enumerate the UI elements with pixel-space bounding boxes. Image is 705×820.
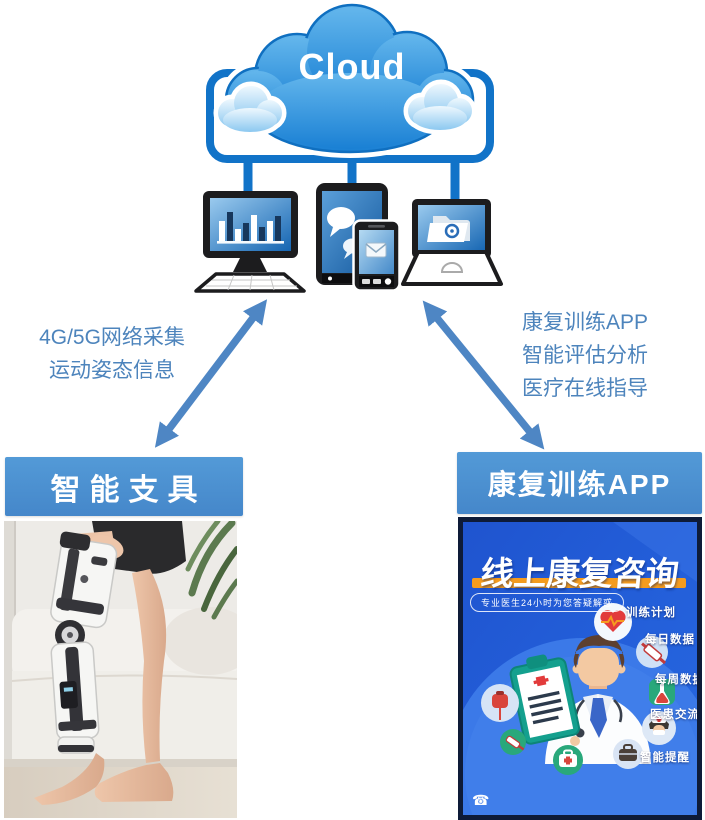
caption-line: 医疗在线指导: [522, 377, 648, 400]
poster-title: 线上康复咨询: [479, 555, 681, 592]
poster-subtitle-badge: 专业医生24小时为您答疑解惑: [470, 593, 625, 612]
rehab-app-screenshot: 线上康复咨询 专业医生24小时为您答疑解惑 训练计划 每日数据 每周数据 医患交…: [458, 517, 702, 820]
first-aid-kit-icon: [553, 745, 583, 775]
caption-line: 智能评估分析: [522, 344, 648, 367]
brace-photo-illustration: [4, 521, 237, 818]
smart-brace-panel-title: 智能支具: [5, 457, 243, 516]
smart-brace-photo: [4, 521, 237, 818]
doctor-illustration: [532, 635, 651, 764]
small-cloud-right-icon: [403, 79, 477, 135]
smart-brace: [50, 531, 118, 754]
syringe-icon: [636, 636, 668, 668]
cloud-devices-diagram: [154, 3, 545, 450]
cloud-label: Cloud: [298, 46, 406, 87]
rehab-app-panel-title: 康复训练APP: [457, 452, 702, 514]
poster-illustration: [463, 522, 697, 815]
green-syringe-icon: [500, 729, 526, 755]
laptop-icon: [401, 199, 503, 286]
right-arrow-caption: 康复训练APP 智能评估分析 医疗在线指导: [495, 306, 675, 405]
feature-label-doctor-chat: 医患交流: [650, 709, 700, 721]
left-double-arrow-icon: [154, 299, 268, 448]
phone-icon: ☎: [472, 792, 490, 808]
caption-line: 康复训练APP: [521, 311, 649, 334]
bare-leg: [132, 569, 167, 763]
tie: [590, 698, 607, 738]
blood-bag-icon: [481, 684, 519, 722]
smartphone-icon: [352, 219, 401, 292]
folder-icon: [427, 216, 470, 242]
heart-icon: [594, 603, 632, 641]
clipboard-icon: [509, 654, 580, 745]
feature-label-weekly-data: 每周数据: [655, 674, 702, 686]
feature-label-smart-reminder: 智能提醒: [640, 752, 690, 764]
caption-line: 4G/5G网络采集: [39, 326, 185, 349]
bar-chart-icon: [217, 212, 284, 244]
title-underline-bar: [472, 578, 686, 588]
flask-icon: [649, 679, 675, 705]
nurse-icon: [642, 711, 676, 745]
medkit-icon: [613, 739, 643, 769]
caption-line: 运动姿态信息: [49, 359, 175, 382]
plant-leaves: [185, 521, 237, 620]
email-icon: [365, 242, 387, 258]
feature-label-daily-data: 每日数据: [645, 634, 695, 646]
right-double-arrow-icon: [422, 300, 545, 450]
left-arrow-caption: 4G/5G网络采集 运动姿态信息: [22, 321, 202, 387]
feature-label-training-plan: 训练计划: [626, 607, 676, 619]
desktop-computer-icon: [194, 191, 306, 293]
small-cloud-left-icon: [213, 81, 287, 137]
